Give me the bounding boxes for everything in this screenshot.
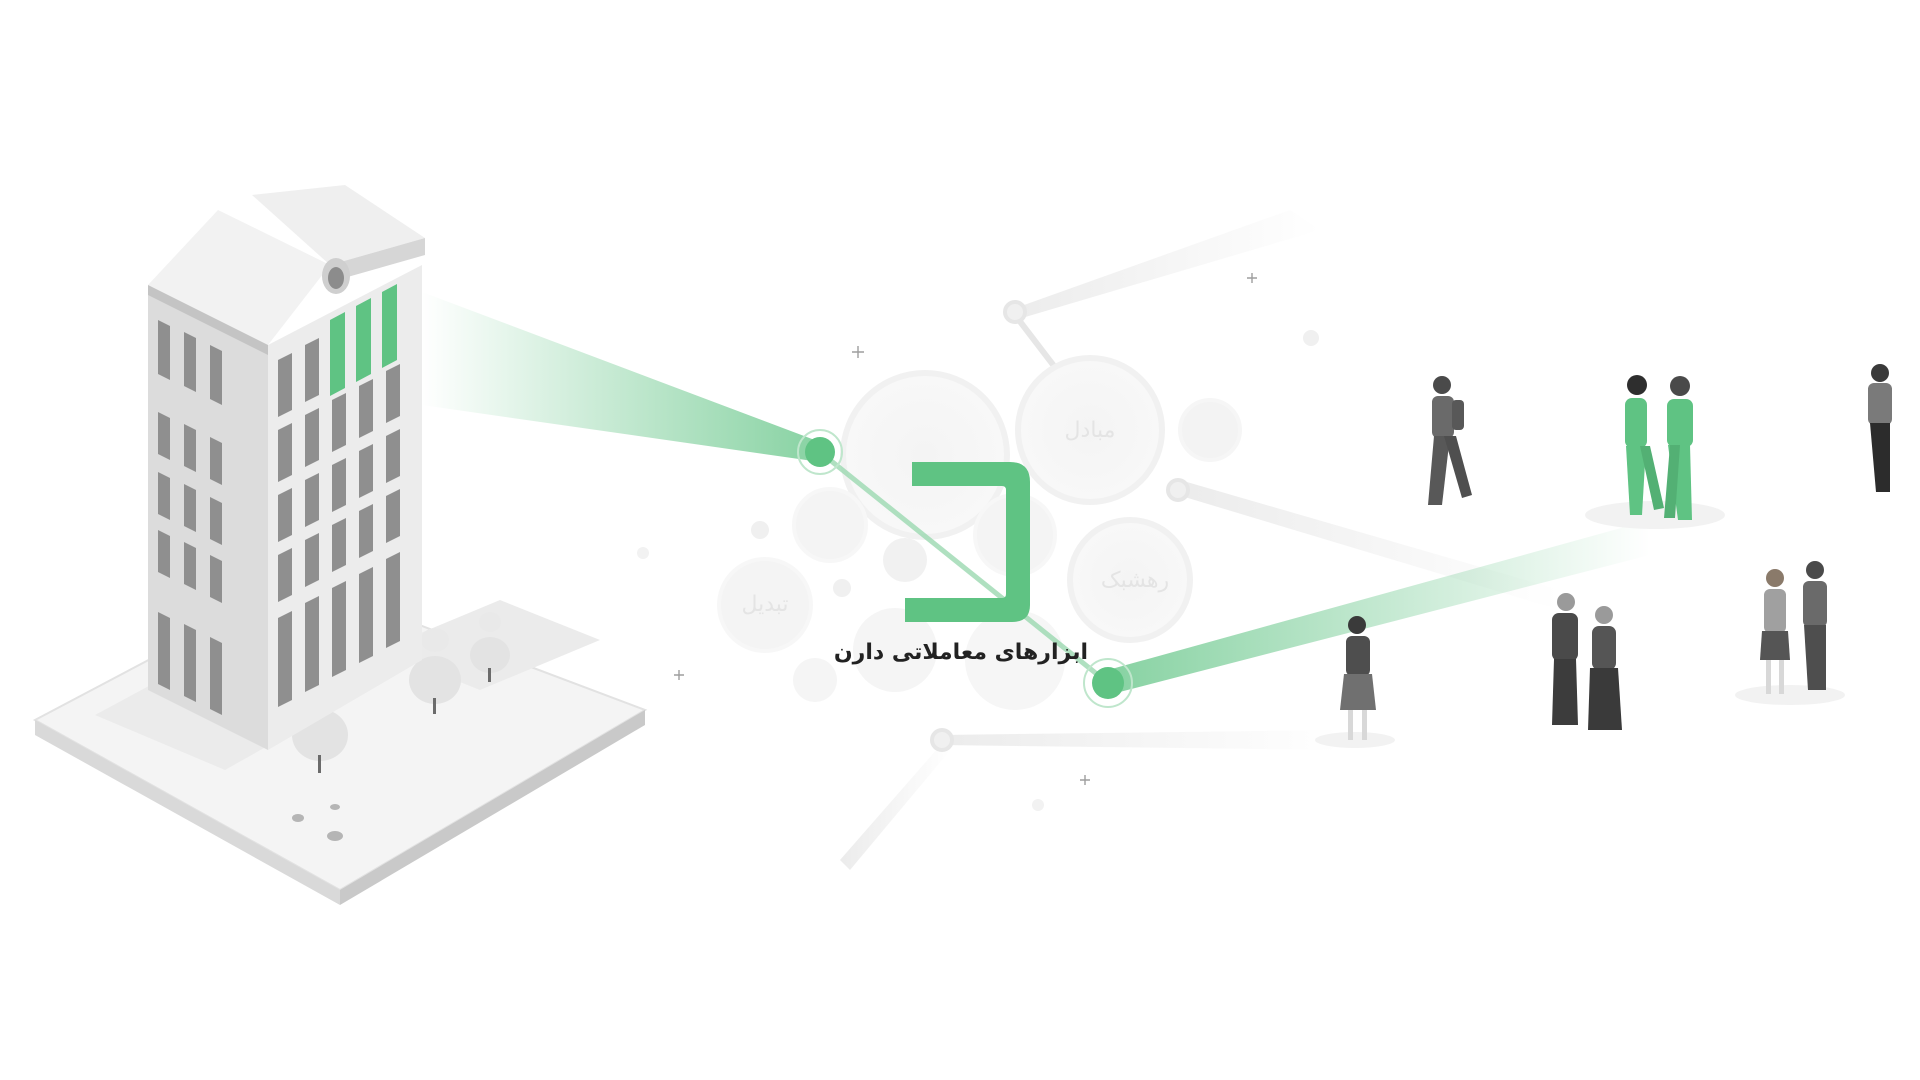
- person-man-right: [1868, 364, 1892, 492]
- person-couple-far-right: [1735, 561, 1845, 705]
- person-walking-man: [1428, 376, 1472, 505]
- person-elderly-couple: [1552, 593, 1622, 730]
- office-building: [148, 185, 425, 750]
- people-group: [1315, 364, 1892, 748]
- bubble-label-exchange: مبادل: [1064, 418, 1116, 443]
- brand-logo-icon: [905, 462, 1030, 622]
- background-beams: [840, 210, 1560, 870]
- connection-beams: [422, 292, 1650, 708]
- sparkles: [674, 273, 1257, 785]
- bubble-cluster: [637, 300, 1319, 811]
- bubble-label-network: رهشبک: [1100, 568, 1170, 593]
- person-green-couple: [1585, 375, 1725, 529]
- bubble-label-convert: تبدیل: [741, 592, 789, 617]
- person-woman-center: [1315, 616, 1395, 748]
- brand-caption: ابزارهای معاملاتی دارن: [833, 640, 1088, 665]
